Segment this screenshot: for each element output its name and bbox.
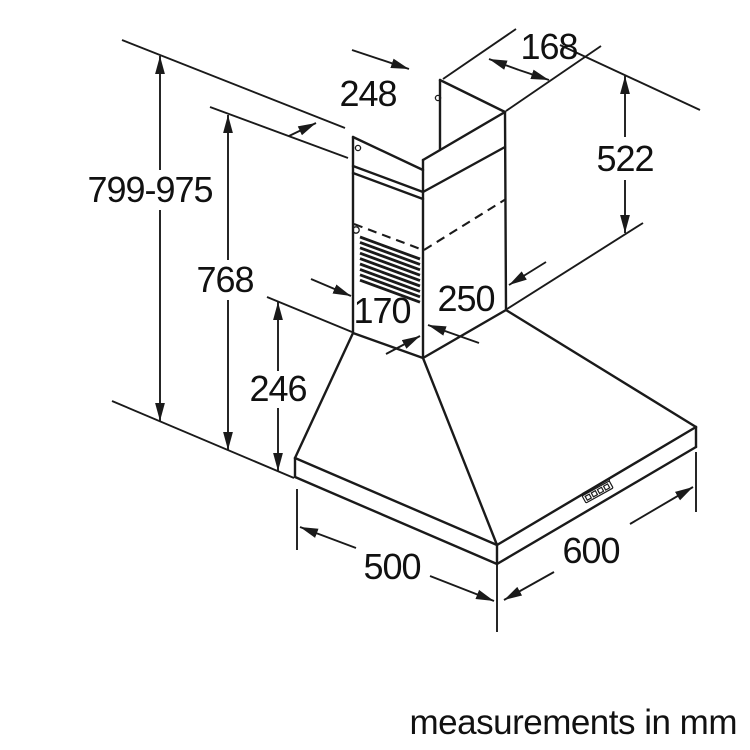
label-canopy-height: 246 <box>249 368 306 409</box>
control-panel-icon <box>581 477 614 504</box>
chimney-duct <box>351 78 508 360</box>
rivet-icon <box>352 226 360 234</box>
dim-170-left <box>310 278 352 297</box>
pyramid-left-ridge <box>293 331 355 460</box>
plateau-front-edge <box>421 308 508 360</box>
pyramid-front-ridge <box>421 356 499 547</box>
bracket-right-panel-top-edge <box>438 78 507 114</box>
dim-250-left <box>427 324 480 344</box>
label-total-height: 799-975 <box>87 169 212 210</box>
vent-grille-icon <box>359 235 421 304</box>
telescopic-joint-dashed-front <box>423 198 507 251</box>
chimney-right-edge <box>503 110 508 312</box>
dim-600-left <box>503 571 555 601</box>
depth-extension-left <box>442 28 517 80</box>
slab-top-front-left-edge <box>293 456 499 547</box>
label-lower-chimney-depth: 170 <box>353 290 410 331</box>
chimney-top-reference-line <box>559 44 701 111</box>
plateau-left-edge <box>351 331 425 360</box>
dim-248-line <box>351 49 410 70</box>
label-canopy-width: 600 <box>562 530 619 571</box>
duct-top-reference-line <box>209 106 349 159</box>
screw-hole-icon <box>434 94 442 102</box>
pyramid-right-ridge <box>504 308 698 429</box>
dim-170-right <box>385 335 421 355</box>
screw-hole-icon <box>354 144 362 152</box>
label-chimney-height: 522 <box>596 138 653 179</box>
label-lower-chimney-width: 250 <box>437 278 494 319</box>
units-note: measurements in mm <box>410 703 737 742</box>
dim-248-arrow <box>288 122 317 137</box>
label-upper-chimney-depth: 168 <box>520 26 577 67</box>
duct-rim-bottom-front-edge <box>421 145 507 194</box>
ceiling-reference-line <box>121 39 346 129</box>
duct-collar-left-edge <box>351 171 425 201</box>
chimney-bottom-reference-line <box>506 222 644 310</box>
dimension-labels: 799-975 768 246 248 168 522 250 170 500 … <box>87 26 737 742</box>
dim-500-left <box>299 526 357 549</box>
telescopic-joint-dashed-left <box>353 223 424 251</box>
label-height-to-duct-top: 768 <box>196 259 253 300</box>
label-canopy-depth: 500 <box>363 546 420 587</box>
canopy-top-reference-line <box>266 296 353 333</box>
bracket-left-panel-bottom-edge <box>351 164 425 194</box>
hood-bottom-reference-line <box>111 400 295 479</box>
dim-168-left <box>488 58 520 71</box>
dim-500-right <box>429 575 495 602</box>
slab-bottom-front-right-edge <box>495 445 698 566</box>
label-upper-chimney-width: 248 <box>339 73 396 114</box>
bracket-left-panel-top-edge <box>351 135 425 172</box>
canopy <box>293 308 698 566</box>
slab-bottom-front-left-edge <box>293 475 499 566</box>
dim-250-right <box>508 261 547 286</box>
dimension-lines <box>155 49 694 602</box>
dim-168-right <box>518 69 550 81</box>
duct-rim-top-front-edge <box>421 110 507 162</box>
dim-600-right <box>629 486 694 525</box>
